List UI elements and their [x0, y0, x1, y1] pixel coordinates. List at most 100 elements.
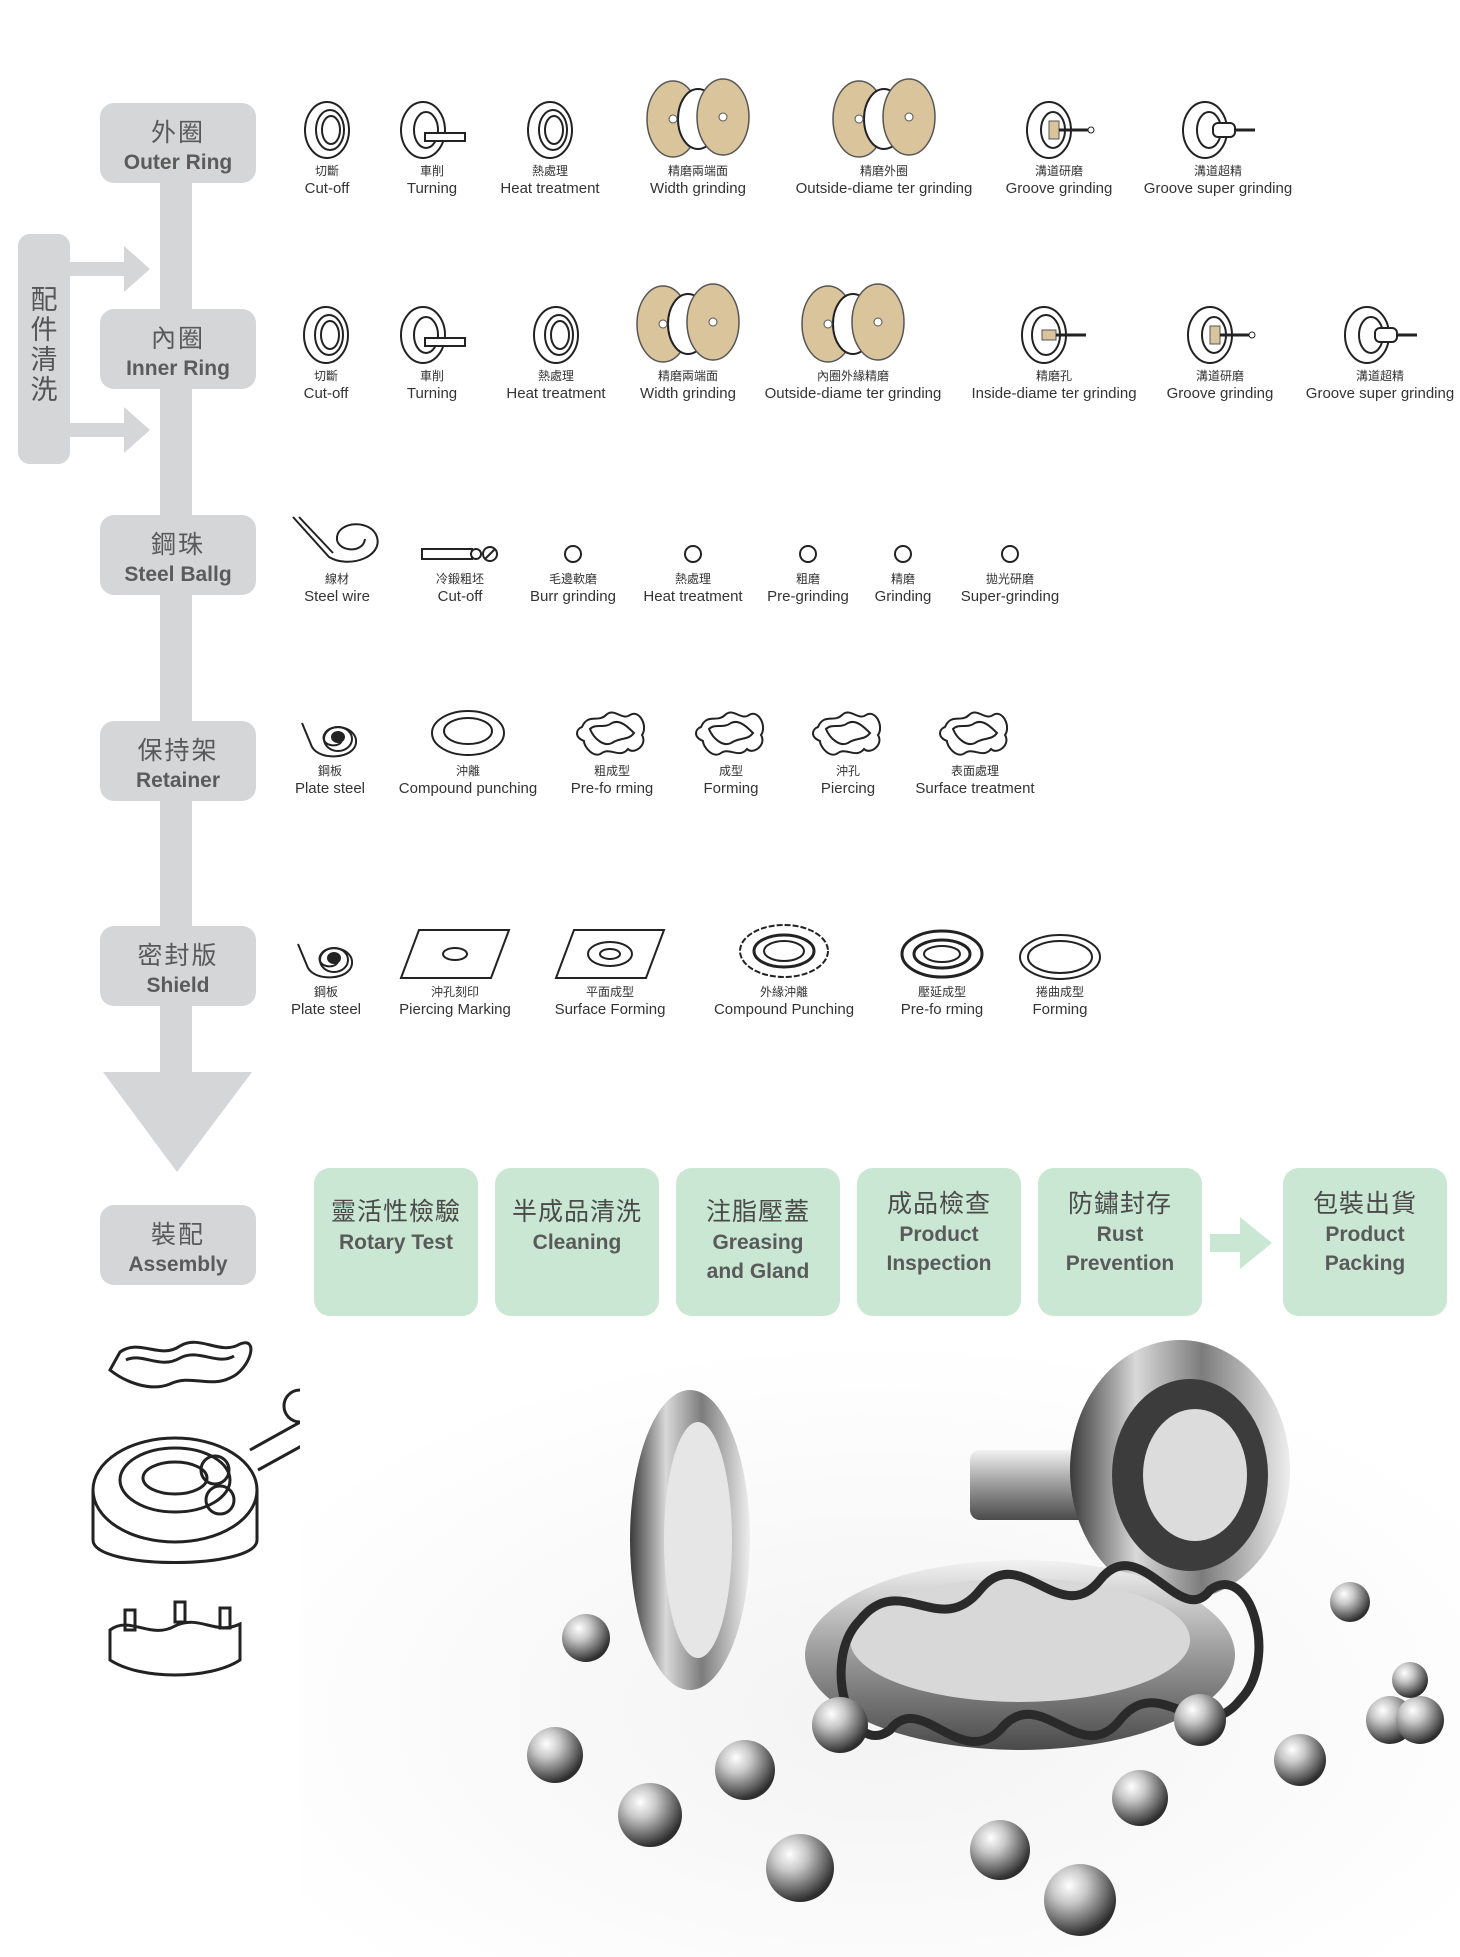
stage-zh: 外圈	[150, 118, 205, 147]
step-label-zh: 精磨兩端面	[657, 369, 718, 383]
step-label-en: Grinding	[874, 588, 932, 605]
ball-icon	[718, 505, 898, 569]
step-label-en: Forming	[703, 780, 759, 797]
step-label-zh: 溝道研磨	[1195, 369, 1244, 383]
step-label-zh: 沖孔刻印	[430, 985, 479, 999]
arrow-right-icon	[1210, 1217, 1272, 1269]
step-label-zh: 切斷	[314, 164, 339, 178]
assembly-step-rust-prevention: 防鏽封存 Rust Prevention	[1038, 1168, 1202, 1316]
plate-hole-icon	[365, 912, 545, 982]
wavy-cage-icon	[641, 697, 821, 761]
step-label-zh: 粗磨	[795, 572, 820, 586]
step-label-en: Forming	[1032, 1001, 1088, 1018]
stage-inner-ring: 內圈 Inner Ring	[100, 309, 256, 389]
step-label-en: Heat treatment	[506, 385, 606, 402]
side-char: 洗	[30, 375, 58, 406]
assembly-step-zh: 半成品清洗	[511, 1197, 642, 1226]
assembly-step-en1: Greasing	[712, 1231, 804, 1254]
groove-super-grinding-icon	[1128, 75, 1308, 161]
process-step: 溝道研磨 Groove grinding	[969, 75, 1149, 198]
assembly-step-en2: Prevention	[1065, 1252, 1175, 1275]
step-label-en: Outside-diame ter grinding	[795, 180, 973, 197]
step-label-en: Plate steel	[290, 1001, 362, 1018]
step-label-en: Heat treatment	[500, 180, 600, 197]
assembly-step-en1: Cleaning	[532, 1231, 622, 1254]
punched-ring-icon	[378, 697, 558, 761]
ring-icon	[460, 75, 640, 161]
process-step: 粗磨 Pre-grinding	[718, 505, 898, 606]
step-label-en: Pre-grinding	[767, 588, 849, 605]
wavy-cage-icon	[758, 697, 938, 761]
step-label-en: Outside-diame ter grinding	[764, 385, 942, 402]
assembly-step-en2: Packing	[1324, 1252, 1406, 1275]
step-label-zh: 溝道研磨	[1034, 164, 1083, 178]
assembly-step-product-packing: 包裝出貨 Product Packing	[1283, 1168, 1447, 1316]
step-label-zh: 精磨兩端面	[667, 164, 728, 178]
step-label-zh: 熱處理	[537, 369, 574, 383]
turning-tool-icon	[342, 75, 522, 161]
step-label-en: Steel wire	[304, 588, 370, 605]
step-label-zh: 粗成型	[593, 764, 630, 778]
assembly-step-zh: 防鏽封存	[1067, 1189, 1172, 1218]
step-label-en: Width grinding	[650, 180, 746, 197]
step-label-en: Super-grinding	[960, 588, 1060, 605]
steel-coil-icon	[240, 697, 420, 761]
step-label-en: Surface Forming	[554, 1001, 666, 1018]
step-label-zh: 車削	[419, 369, 444, 383]
groove-super-grinding-icon	[1290, 256, 1460, 366]
process-step: 熱處理 Heat treatment	[460, 75, 640, 198]
assembly-step-en1: Rust	[1096, 1223, 1144, 1246]
assembly-step-zh: 注脂壓蓋	[705, 1197, 810, 1226]
step-label-zh: 熱處理	[674, 572, 711, 586]
parts-cleaning-label: 配 件 清 洗	[18, 234, 70, 464]
grinding-wheel-icon	[608, 75, 788, 161]
assembly-step-en1: Product	[899, 1223, 979, 1246]
step-label-zh: 熱處理	[531, 164, 568, 178]
step-label-zh: 外緣沖離	[759, 985, 808, 999]
process-step: 捲曲成型 Forming	[970, 912, 1150, 1019]
step-label-en: Compound Punching	[713, 1001, 855, 1018]
assembly-step-rotary-test: 靈活性檢驗 Rotary Test	[314, 1168, 478, 1316]
side-char: 配	[30, 285, 58, 316]
step-label-en: Groove super grinding	[1305, 385, 1455, 402]
stage-en: Inner Ring	[126, 357, 230, 380]
step-label-zh: 捲曲成型	[1035, 985, 1084, 999]
process-step: 外緣沖離 Compound Punching	[694, 912, 874, 1019]
step-label-en: Groove grinding	[1005, 180, 1113, 197]
ball-icon	[483, 505, 663, 569]
stage-en: Retainer	[135, 769, 221, 792]
ring-icon	[236, 256, 416, 366]
groove-grinding-icon	[969, 75, 1149, 161]
step-label-en: Cut-off	[303, 385, 349, 402]
step-label-zh: 溝道超精	[1193, 164, 1242, 178]
steel-coil-icon	[236, 912, 416, 982]
assembly-step-product-inspection: 成品檢查 Product Inspection	[857, 1168, 1021, 1316]
bore-grinding-icon	[964, 256, 1144, 366]
stage-steel-ball: 鋼珠 Steel Ballg	[100, 515, 256, 595]
step-label-en: Plate steel	[294, 780, 366, 797]
stage-en: Outer Ring	[123, 151, 233, 174]
grinding-wheel-icon	[794, 75, 974, 161]
assembly-step-en1: Product	[1325, 1223, 1405, 1246]
step-label-en: Inside-diame ter grinding	[971, 385, 1137, 402]
stage-en: Steel Ballg	[124, 563, 232, 586]
assembly-step-en2: Inspection	[886, 1252, 992, 1275]
step-label-en: Turning	[406, 180, 458, 197]
